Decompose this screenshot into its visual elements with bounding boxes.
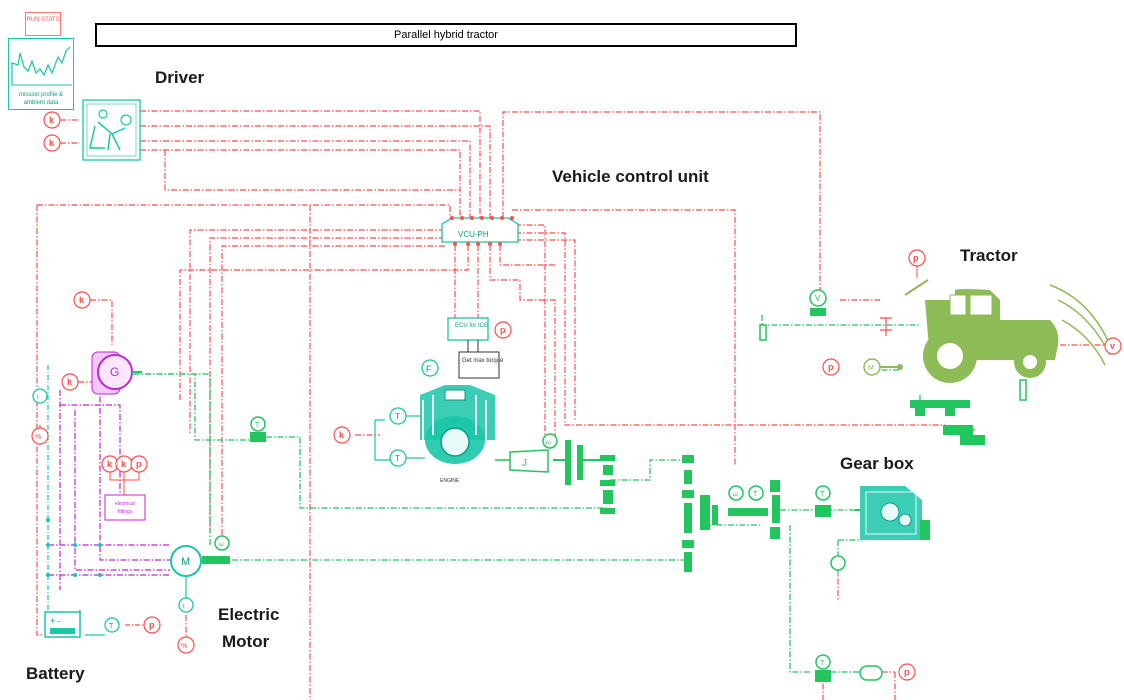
svg-text:T: T [820,491,825,498]
max-torque-block-label: Get max torque [462,358,504,364]
engine-temp-sensor-1: T [390,408,420,424]
driver-label: Driver [155,68,204,88]
battery-label: Battery [26,664,85,684]
max-torque-block[interactable]: Get max torque [459,340,504,378]
engine-block[interactable]: F ENGINE [420,360,495,484]
diagram-title: Parallel hybrid tractor [95,23,797,47]
run-stats-button[interactable]: RUN STATS [25,12,61,36]
shaft-sensors: ω T [728,486,768,516]
tractor-image [923,285,1110,383]
ecu-block-label: ECU for ICE [455,323,488,329]
svg-text:T: T [753,491,758,498]
ecu-block[interactable]: ECU for ICE [448,318,488,340]
svg-text:J: J [522,458,527,469]
speed-sensor-engine: ω [543,434,557,448]
gear-stack-1 [600,455,615,514]
driver-input-k-2: k [44,135,60,151]
svg-text:F: F [426,364,432,374]
vcu-label: Vehicle control unit [552,167,709,187]
generator-symbol: G [110,365,119,379]
svg-text:p: p [828,362,834,372]
svg-text:V: V [815,294,821,303]
svg-text:fittings: fittings [118,509,133,515]
tractor-slope-input: p [905,250,928,295]
svg-text:v: v [1110,341,1115,351]
generator-input-k-1: k [74,292,90,308]
svg-text:ω: ω [546,440,551,446]
electric-motor-label-line2: Motor [222,632,269,652]
svg-text:T: T [395,454,400,463]
generator-block[interactable]: G [92,352,142,394]
electric-motor-block[interactable]: M ω [171,536,230,576]
driver-input-k-1: k [44,112,60,128]
engine-temp-sensor-2: T [390,450,425,466]
svg-text:p: p [913,253,919,263]
gearbox-torque-sensor: T [815,486,845,575]
svg-text:T: T [255,422,260,429]
brake-blocks [880,318,892,336]
torque-sensor-T: T [250,417,266,442]
svg-text:electrical: electrical [115,501,135,507]
electrical-lines [48,385,170,590]
svg-text:T: T [820,660,825,667]
svg-text:%: % [35,434,41,441]
gear-stack-4 [770,480,780,539]
vcu-block[interactable]: VCU-PH [442,216,518,246]
battery-current-sensor: I % [32,389,48,444]
wind-input: p M [823,359,903,375]
svg-text:T: T [395,412,400,421]
svg-text:ω: ω [733,492,738,498]
generator-input-k-2: k [62,374,78,390]
tractor-label: Tractor [960,246,1018,266]
motor-symbol: M [181,556,190,568]
battery-block[interactable]: + - [45,612,80,637]
speed-output-sensor: V [810,290,826,316]
gear-box-label: Gear box [840,454,914,474]
motor-current-sensor: I % [178,576,194,653]
mission-profile-caption: mission profile & ambient data [10,91,72,107]
gear-box-block[interactable] [855,486,930,540]
svg-text:+ -: + - [50,616,61,626]
svg-text:T: T [109,623,114,630]
tractor-output: v [1105,338,1121,354]
gear-stack-3 [700,495,718,530]
svg-text:p: p [500,325,506,335]
svg-text:p: p [136,459,142,469]
engine-label: ENGINE [440,478,460,484]
svg-text:p: p [149,620,155,630]
inertia-block[interactable]: J [495,450,548,472]
svg-text:M: M [868,365,874,372]
driver-block[interactable] [83,100,140,160]
fittings-inputs: k k p [102,456,147,495]
svg-text:p: p [904,667,910,677]
clutch-1 [553,440,600,485]
mission-profile-chart-icon [10,43,74,87]
mission-profile-block[interactable]: mission profile & ambient data [8,38,74,110]
rear-torque-sensor: T p [815,655,915,682]
electric-motor-label-line1: Electric [218,605,279,625]
ecu-input: p [495,322,511,338]
electrical-fittings-block[interactable]: electrical fittings [105,495,145,520]
vcu-block-label: VCU-PH [458,230,489,239]
svg-text:ω: ω [219,542,224,548]
engine-input-k: k [334,420,390,460]
svg-text:%: % [181,643,187,650]
gear-stack-2 [682,455,694,572]
